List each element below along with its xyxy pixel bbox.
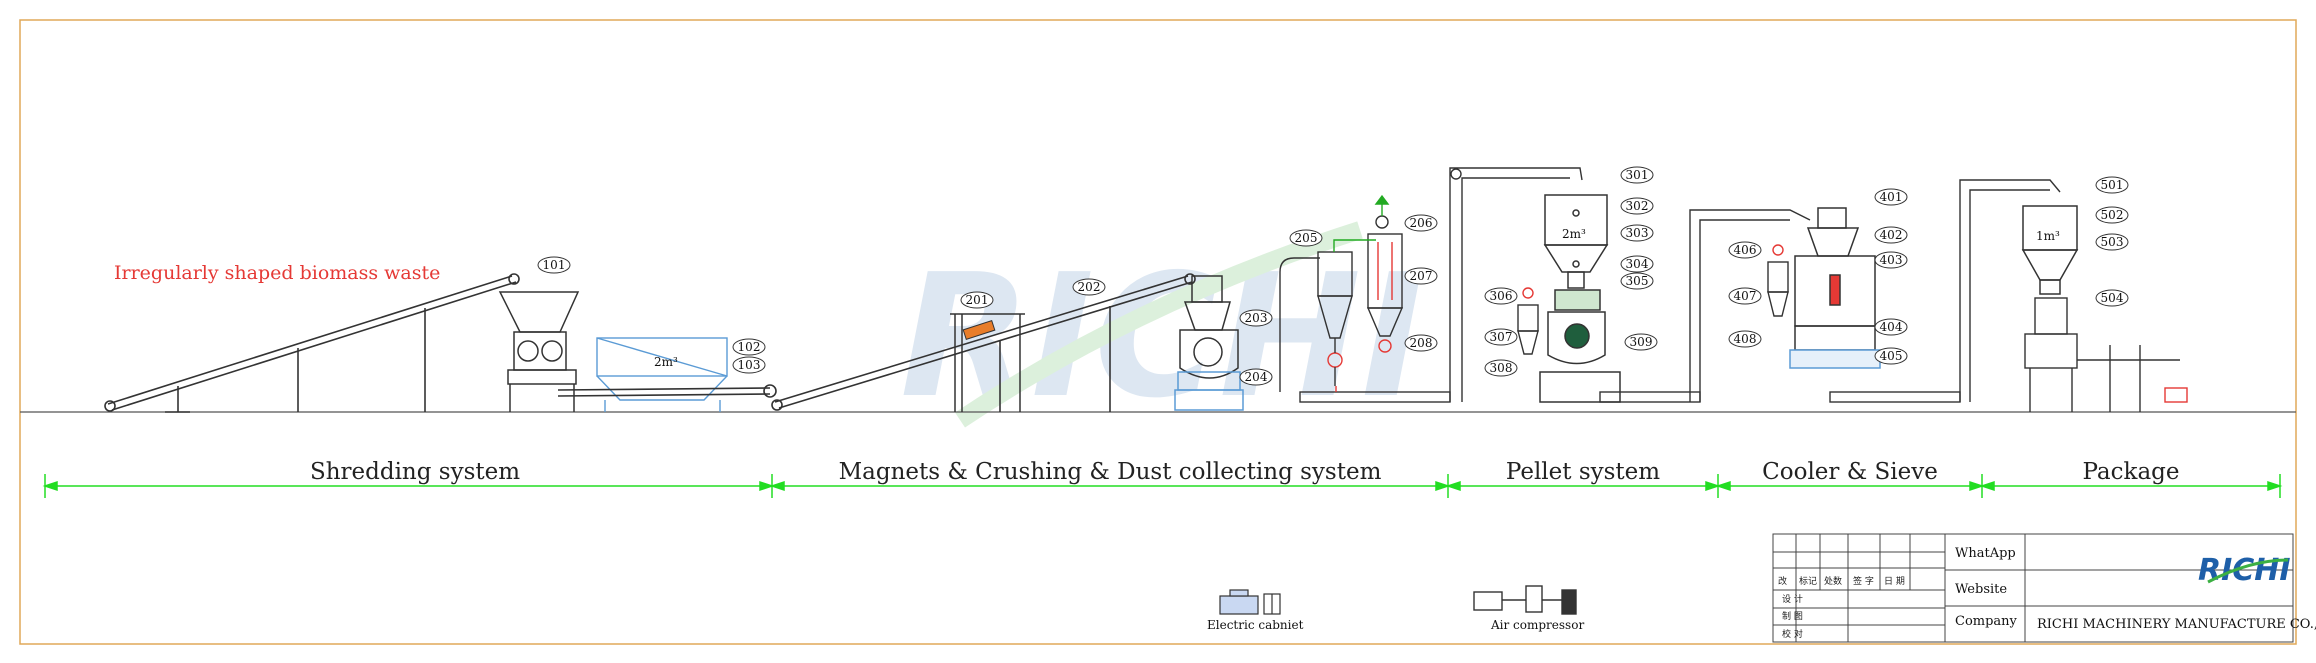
silo-volume-label: 2m³ [654,355,678,369]
section-cooler: Cooler & Sieve [1762,459,1938,485]
rev-col-4: 日 期 [1884,576,1905,587]
tag-301: 301 [1626,168,1649,182]
tag-102: 102 [738,340,761,354]
title-block [1772,533,2294,643]
tag-202: 202 [1078,280,1101,294]
row-drawing: 制 图 [1782,610,1803,622]
row-check: 校 对 [1782,628,1803,640]
magnet-separator [962,319,996,341]
richi-logo: RICHI [2198,553,2291,588]
cooler [1789,207,1881,369]
silo-2m3-shred [596,337,728,412]
section-labels: Shredding system Magnets & Crushing & Du… [310,459,2180,485]
tag-402: 402 [1880,228,1903,242]
website-label: Website [1955,582,2007,597]
tag-504: 504 [2101,291,2124,305]
packaging-elevator [1829,179,2061,403]
tag-203: 203 [1245,311,1268,325]
pulse-dust-collector [1366,233,1404,353]
section-pellet: Pellet system [1506,459,1660,485]
section-dimensions [42,474,2283,498]
company-label: Company [1955,614,2018,629]
electric-cabinet-icon [1219,589,1281,615]
package-bin [2021,205,2079,295]
tag-407: 407 [1734,289,1757,303]
item-tags [537,166,2129,386]
tag-305: 305 [1626,274,1649,288]
tag-205: 205 [1295,231,1318,245]
shredder-machine [498,291,580,412]
company-name: RICHI MACHINERY MANUFACTURE CO.,LTD [2037,617,2316,632]
tag-103: 103 [738,358,761,372]
cooler-cyclone [1767,244,1789,317]
tag-405: 405 [1880,349,1903,363]
belt-conveyor-103 [557,384,777,398]
tag-308: 308 [1490,361,1513,375]
tag-208: 208 [1410,336,1433,350]
whatsapp-label: WhatApp [1955,546,2016,561]
electric-cabinet-label: Electric cabniet [1207,618,1304,632]
tag-204: 204 [1245,370,1268,384]
pellet-bin-volume: 2m³ [1562,227,1586,241]
cyclone-and-duct [1279,251,1353,392]
tag-307: 307 [1490,330,1513,344]
tag-309: 309 [1630,335,1653,349]
tag-401: 401 [1880,190,1903,204]
tag-404: 404 [1880,320,1903,334]
fan-exhaust [1333,194,1390,252]
hammer-mill-crusher [1174,275,1244,411]
tag-201: 201 [966,293,989,307]
pellet-mill [1539,289,1621,403]
rev-col-2: 处数 [1824,575,1842,587]
tag-206: 206 [1410,216,1433,230]
tag-403: 403 [1880,253,1903,267]
section-package: Package [2082,459,2179,485]
package-bin-volume: 1m³ [2036,229,2060,243]
pellet-bin [1543,194,1609,289]
tag-408: 408 [1734,332,1757,346]
tag-503: 503 [2101,235,2124,249]
rev-col-0: 改 [1778,575,1787,587]
pellet-cyclone [1517,287,1539,355]
row-design: 设 计 [1782,593,1803,605]
magnet-frame-201 [950,313,1025,412]
section-magnets: Magnets & Crushing & Dust collecting sys… [839,459,1382,485]
tag-406: 406 [1734,243,1757,257]
tag-207: 207 [1410,269,1433,283]
packing-machine [2024,297,2188,412]
belt-conveyor-101 [104,273,520,413]
tag-304: 304 [1626,257,1649,271]
tag-101: 101 [543,258,566,272]
tag-502: 502 [2101,208,2124,222]
air-compressor-icon [1473,585,1577,615]
watermark-swoosh-icon [955,221,1363,428]
belt-conveyor-202 [771,273,1196,412]
horizontal-conveyor-pellet [1599,209,1811,403]
sheet-frame [19,19,2297,645]
item-tag-labels: 101 102 103 201 202 203 204 205 206 207 … [543,168,2124,384]
biomass-waste-label: Irregularly shaped biomass waste [114,262,440,284]
logo-swoosh-icon [2207,558,2289,584]
rev-col-1: 标记 [1799,575,1817,587]
rev-col-3: 签 字 [1853,575,1874,587]
tag-302: 302 [1626,199,1649,213]
air-compressor-label: Air compressor [1490,618,1584,632]
bucket-elevator-1 [1449,167,1583,402]
section-shredding: Shredding system [310,459,520,485]
tag-303: 303 [1626,226,1649,240]
tag-306: 306 [1490,289,1513,303]
tag-501: 501 [2101,178,2124,192]
